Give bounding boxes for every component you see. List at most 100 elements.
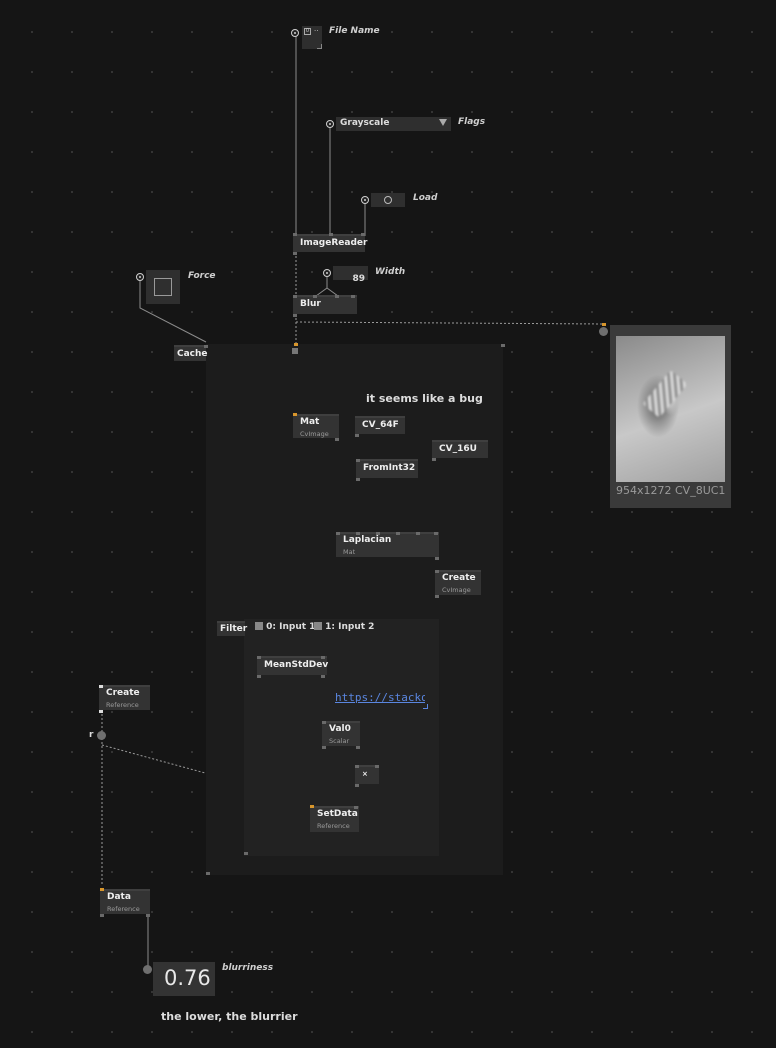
wire-blur-preview (295, 314, 605, 330)
cache-input-pin[interactable] (294, 343, 298, 346)
input-pin[interactable] (99, 685, 103, 688)
input-pin[interactable] (376, 532, 380, 535)
laplacian-node[interactable]: Laplacian Mat (336, 532, 439, 560)
input-pin[interactable] (356, 459, 360, 462)
filter-corner-pin (244, 852, 248, 855)
input-pin[interactable] (335, 295, 339, 298)
output-pin[interactable] (257, 675, 261, 678)
output-pin[interactable] (99, 710, 103, 713)
preview-input-pin[interactable] (602, 323, 606, 326)
input-pin[interactable] (354, 806, 358, 809)
blur-node[interactable]: Blur (293, 295, 357, 317)
input-pin[interactable] (435, 570, 439, 573)
mat-node[interactable]: Mat CvImage (293, 413, 339, 441)
width-label: Width (375, 267, 406, 277)
input-pin[interactable] (351, 295, 355, 298)
load-pin[interactable] (361, 196, 369, 204)
create-cvimage-node[interactable]: Create CvImage (435, 570, 481, 598)
file-name-field[interactable]: 0 .. (302, 25, 322, 49)
flags-label: Flags (458, 117, 486, 127)
output-pin[interactable] (293, 314, 297, 317)
filter-node[interactable]: Filter (217, 621, 248, 636)
input-pin[interactable] (329, 233, 333, 236)
input-square-icon (255, 622, 263, 630)
input-pin[interactable] (322, 721, 326, 724)
filter-input-2[interactable]: 1: Input 2 (314, 622, 374, 632)
cache-node[interactable]: Cache (174, 345, 208, 361)
input-pin[interactable] (293, 295, 297, 298)
file-name-value: .. (314, 25, 319, 33)
cache-corner-pin (206, 872, 210, 875)
width-pin[interactable] (323, 269, 331, 277)
force-toggle[interactable] (146, 270, 180, 304)
file-name-pin[interactable] (291, 29, 299, 37)
cache-pin-box[interactable] (292, 348, 298, 354)
cv64f-node[interactable]: CV_64F (355, 416, 405, 437)
input-square-icon (314, 622, 322, 630)
input-pin[interactable] (355, 765, 359, 768)
load-button[interactable] (371, 193, 405, 207)
output-pin[interactable] (435, 557, 439, 560)
input-pin[interactable] (321, 656, 325, 659)
setdata-node[interactable]: SetData Reference (310, 805, 359, 832)
output-pin[interactable] (335, 438, 339, 441)
flags-pin[interactable] (326, 120, 334, 128)
output-pin[interactable] (100, 914, 104, 917)
input-pin[interactable] (434, 532, 438, 535)
filter-input-1-label: 0: Input 1 (266, 622, 316, 632)
stackoverflow-link[interactable]: https://stackov (335, 691, 425, 704)
image-reader-node[interactable]: ImageReader (293, 233, 368, 255)
flags-dropdown[interactable]: Grayscale (336, 117, 451, 131)
output-pin[interactable] (355, 434, 359, 437)
output-pin[interactable] (355, 784, 359, 787)
load-label: Load (413, 193, 438, 203)
val0-node[interactable]: Val0 Scalar (322, 721, 360, 749)
cv64f-title: CV_64F (362, 420, 399, 430)
input-pin[interactable] (293, 413, 297, 416)
input-pin[interactable] (375, 765, 379, 768)
output-pin[interactable] (432, 458, 436, 461)
create-reference-node[interactable]: Create Reference (99, 685, 150, 713)
input-pin[interactable] (356, 532, 360, 535)
comment-text: it seems like a bug (366, 392, 483, 405)
input-pin[interactable] (361, 233, 365, 236)
cv16u-node[interactable]: CV_16U (432, 440, 488, 461)
fromint32-node[interactable]: FromInt32 (356, 459, 418, 481)
wire-width-b (326, 287, 339, 297)
filter-title: Filter (220, 624, 248, 634)
input-pin[interactable] (204, 345, 208, 348)
resize-handle[interactable] (317, 44, 322, 49)
meanstddev-node[interactable]: MeanStdDev (257, 656, 328, 678)
blurriness-pin[interactable] (143, 965, 152, 974)
mat-title: Mat (300, 417, 320, 427)
input-pin[interactable] (336, 532, 340, 535)
input-pin[interactable] (293, 233, 297, 236)
laplacian-title: Laplacian (343, 535, 392, 545)
input-pin[interactable] (416, 532, 420, 535)
preview-pin[interactable] (599, 327, 608, 336)
wire-force (139, 280, 207, 343)
output-pin[interactable] (321, 675, 325, 678)
output-pin[interactable] (322, 746, 326, 749)
multiply-symbol: × (362, 770, 368, 778)
input-pin[interactable] (310, 805, 314, 808)
width-input[interactable]: 89 (333, 266, 368, 284)
r-pad[interactable] (97, 731, 106, 740)
output-pin[interactable] (293, 252, 297, 255)
filter-input-1[interactable]: 0: Input 1 (255, 622, 315, 632)
cache-corner-pin (501, 344, 505, 347)
output-pin[interactable] (435, 595, 439, 598)
blurred-object (642, 370, 688, 418)
input-pin[interactable] (396, 532, 400, 535)
input-pin[interactable] (257, 656, 261, 659)
link-resize-handle[interactable] (423, 704, 428, 709)
output-pin[interactable] (356, 478, 360, 481)
output-pin[interactable] (146, 914, 150, 917)
image-reader-title: ImageReader (300, 238, 368, 248)
output-pin[interactable] (356, 746, 360, 749)
input-pin[interactable] (313, 295, 317, 298)
multiply-node[interactable]: × (355, 765, 379, 787)
force-pin[interactable] (136, 273, 144, 281)
input-pin[interactable] (100, 888, 104, 891)
data-reference-node[interactable]: Data Reference (100, 888, 150, 917)
